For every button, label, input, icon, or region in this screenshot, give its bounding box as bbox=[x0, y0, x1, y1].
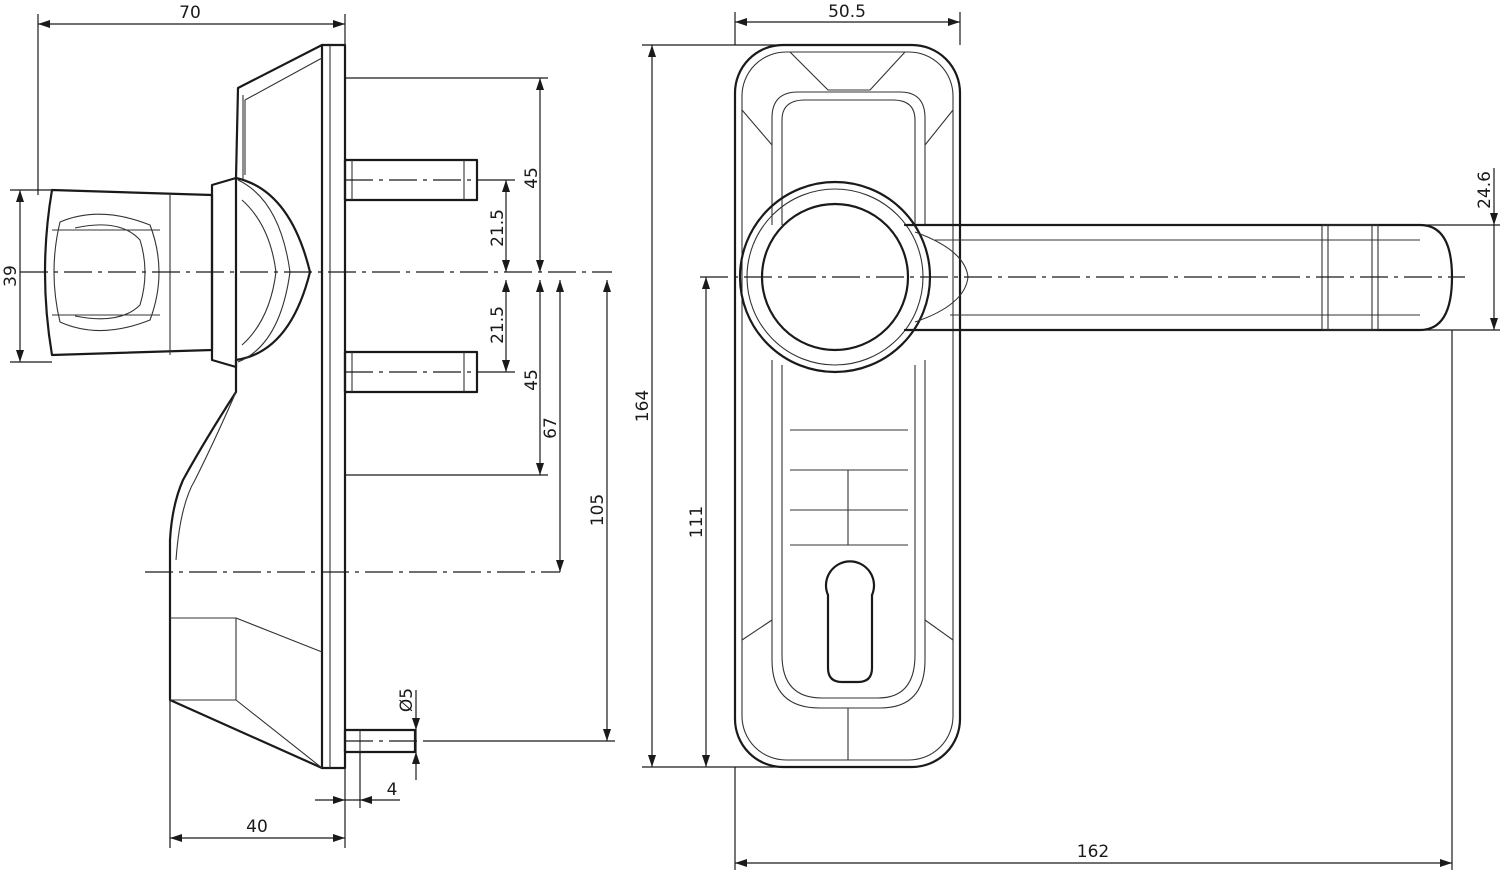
front-view: 50.5 164 111 162 bbox=[633, 2, 1500, 870]
dim-handle-length-label: 162 bbox=[1077, 842, 1109, 862]
dim-pin-diameter-label: Ø5 bbox=[397, 688, 417, 712]
dim-plate-width-label: 50.5 bbox=[828, 2, 866, 22]
mounting-pins bbox=[343, 158, 479, 754]
cylinder-shroud bbox=[741, 360, 954, 760]
dim-pin-offset-upper-label: 45 bbox=[522, 167, 542, 189]
dim-pin-diameter: Ø5 bbox=[397, 688, 420, 780]
front-plate bbox=[733, 43, 962, 769]
dim-half-spacing-lower-label: 21.5 bbox=[488, 306, 508, 344]
side-center-lines bbox=[20, 179, 612, 742]
dim-spacing-67-label: 67 bbox=[541, 417, 561, 439]
dim-half-spacing-upper: 21.5 bbox=[488, 180, 510, 272]
dim-pin-offset-lower-label: 45 bbox=[522, 369, 542, 391]
dim-rose-height: 39 bbox=[1, 189, 52, 363]
dim-total-depth-label: 70 bbox=[179, 3, 201, 23]
dim-rose-height-label: 39 bbox=[1, 265, 21, 287]
dim-pin-offset-lower: 45 bbox=[522, 280, 544, 475]
dim-pin-length: 4 bbox=[315, 752, 400, 808]
dim-plate-height: 164 bbox=[633, 44, 790, 768]
dim-center-to-bottom-label: 111 bbox=[687, 506, 707, 538]
dim-spacing-67: 67 bbox=[541, 280, 564, 572]
dim-handle-length: 162 bbox=[734, 330, 1453, 870]
dim-lever-diameter: 24.6 bbox=[1380, 168, 1500, 331]
dim-depth-40: 40 bbox=[169, 700, 346, 848]
dim-plate-width: 50.5 bbox=[734, 2, 961, 45]
side-view: 70 39 45 21.5 bbox=[1, 3, 615, 848]
dim-half-spacing-lower: 21.5 bbox=[488, 280, 510, 372]
dim-pin-offset-upper: 45 bbox=[522, 78, 544, 272]
dim-half-spacing-upper-label: 21.5 bbox=[488, 209, 508, 247]
escutcheon-body bbox=[168, 43, 324, 770]
dim-total-depth: 70 bbox=[37, 3, 346, 195]
dim-center-to-bottom: 111 bbox=[687, 277, 710, 767]
dim-pin-length-label: 4 bbox=[387, 780, 398, 800]
dim-spacing-105-label: 105 bbox=[588, 494, 608, 526]
back-plate bbox=[320, 43, 347, 770]
dim-depth-40-label: 40 bbox=[246, 817, 268, 837]
dim-plate-height-label: 164 bbox=[633, 390, 653, 422]
keyhole-icon bbox=[824, 560, 876, 684]
dim-spacing-105: 105 bbox=[588, 280, 611, 741]
dim-lever-diameter-label: 24.6 bbox=[1475, 171, 1495, 209]
